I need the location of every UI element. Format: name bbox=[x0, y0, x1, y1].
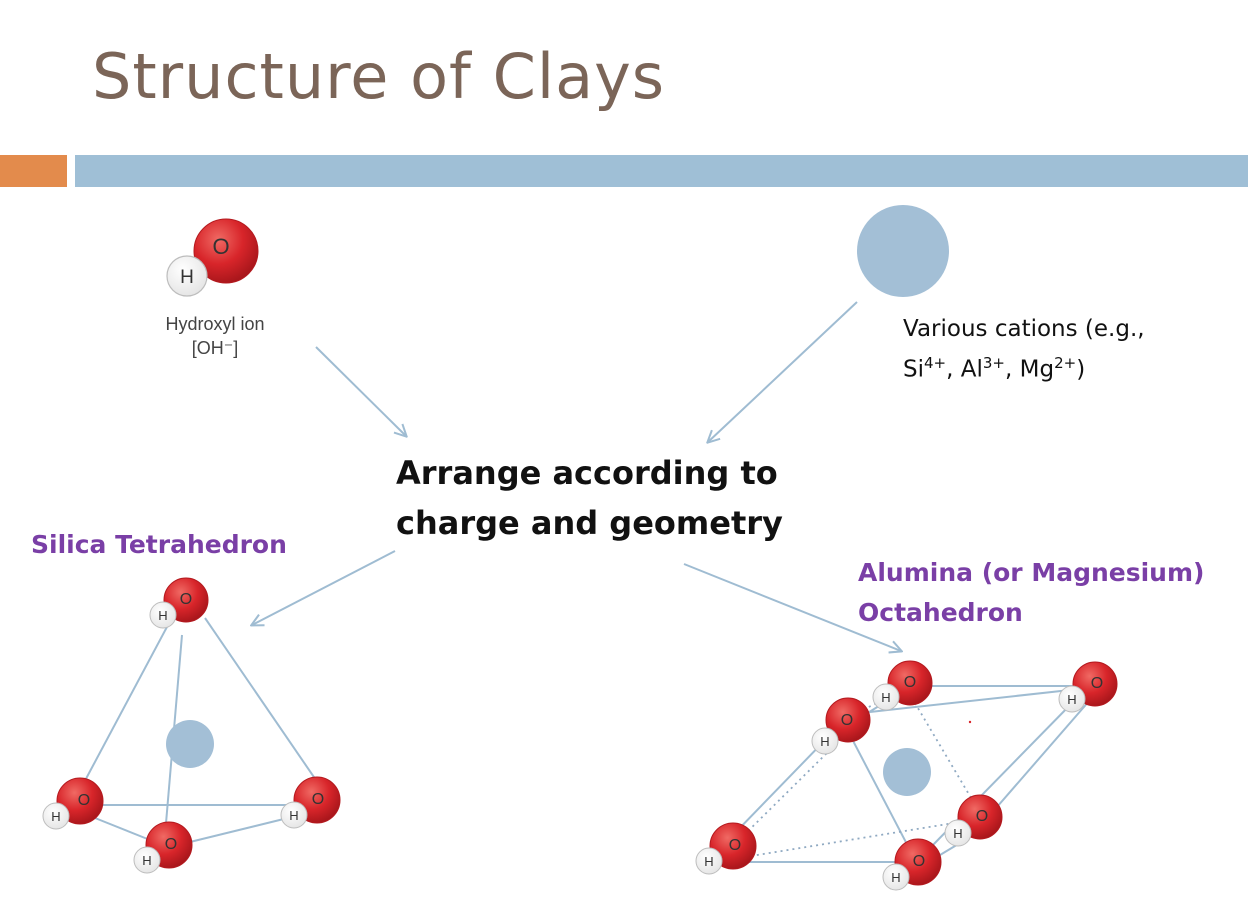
svg-text:O: O bbox=[976, 808, 988, 825]
octa-oh-bottom-right: O H bbox=[944, 794, 1003, 847]
svg-text:H: H bbox=[158, 608, 167, 623]
hydroxyl-name: Hydroxyl ion bbox=[165, 314, 265, 334]
octahedron-cation bbox=[883, 748, 931, 796]
arrange-label: Arrange according to charge and geometry bbox=[396, 448, 783, 548]
octa-oh-top-front: O H bbox=[811, 697, 871, 755]
tetra-oh-top: O H bbox=[149, 577, 209, 629]
cations-line1: Various cations (e.g., bbox=[903, 316, 1145, 342]
cation-sphere bbox=[857, 205, 949, 297]
alumina-line1: Alumina (or Magnesium) bbox=[858, 558, 1205, 587]
tetra-oh-right: O H bbox=[280, 776, 341, 829]
arrow-cation-to-center bbox=[708, 301, 858, 442]
svg-text:H: H bbox=[704, 854, 713, 869]
tetra-oh-left: O H bbox=[42, 777, 104, 830]
cations-line2: Si4+, Al3+, Mg2+) bbox=[903, 354, 1086, 383]
arrow-hydroxyl-to-center bbox=[315, 346, 406, 436]
octa-oh-bottom-left: O H bbox=[695, 822, 757, 875]
octahedron-bonds bbox=[732, 685, 1091, 863]
silica-tetrahedron-label: Silica Tetrahedron bbox=[31, 530, 287, 559]
hydroxyl-o-glyph: O bbox=[212, 234, 229, 259]
hydroxyl-ion-label: Hydroxyl ion [OH⁻] bbox=[160, 312, 270, 360]
svg-text:O: O bbox=[180, 591, 192, 608]
svg-text:O: O bbox=[729, 837, 741, 854]
svg-text:H: H bbox=[1067, 692, 1076, 707]
svg-text:H: H bbox=[953, 826, 962, 841]
tetrahedron-cation bbox=[166, 720, 214, 768]
alumina-octahedron-label: Alumina (or Magnesium) Octahedron bbox=[858, 553, 1204, 633]
svg-text:O: O bbox=[78, 792, 90, 809]
accent-bar-orange bbox=[0, 155, 67, 187]
svg-text:H: H bbox=[820, 734, 829, 749]
cations-label: Various cations (e.g., Si4+, Al3+, Mg2+) bbox=[903, 312, 1145, 387]
svg-text:O: O bbox=[1091, 675, 1103, 692]
accent-bar-blue bbox=[75, 155, 1248, 187]
svg-text:H: H bbox=[142, 853, 151, 868]
arrow-center-to-octahedron bbox=[683, 563, 901, 651]
slide-title: Structure of Clays bbox=[92, 40, 666, 113]
svg-text:O: O bbox=[913, 853, 925, 870]
svg-text:O: O bbox=[904, 674, 916, 691]
svg-text:O: O bbox=[841, 712, 853, 729]
arrange-line1: Arrange according to bbox=[396, 454, 778, 492]
hydroxyl-ion: O H bbox=[166, 218, 259, 297]
svg-text:H: H bbox=[891, 870, 900, 885]
alumina-line2: Octahedron bbox=[858, 598, 1023, 627]
tetra-oh-bottom: O H bbox=[133, 821, 193, 874]
svg-text:O: O bbox=[165, 836, 177, 853]
stray-dot bbox=[968, 720, 972, 724]
svg-text:H: H bbox=[881, 690, 890, 705]
hydroxyl-formula: [OH⁻] bbox=[191, 338, 239, 358]
arrow-center-to-tetrahedron bbox=[252, 550, 396, 625]
tetrahedron-bonds bbox=[79, 617, 319, 843]
arrange-line2: charge and geometry bbox=[396, 504, 783, 542]
octa-oh-bottom-front: O H bbox=[882, 838, 942, 891]
hydroxyl-h-glyph: H bbox=[180, 267, 194, 288]
svg-text:H: H bbox=[51, 809, 60, 824]
svg-text:O: O bbox=[312, 791, 324, 808]
octa-oh-top-right: O H bbox=[1058, 661, 1118, 713]
octa-oh-top-back: O H bbox=[872, 660, 933, 711]
svg-text:H: H bbox=[289, 808, 298, 823]
